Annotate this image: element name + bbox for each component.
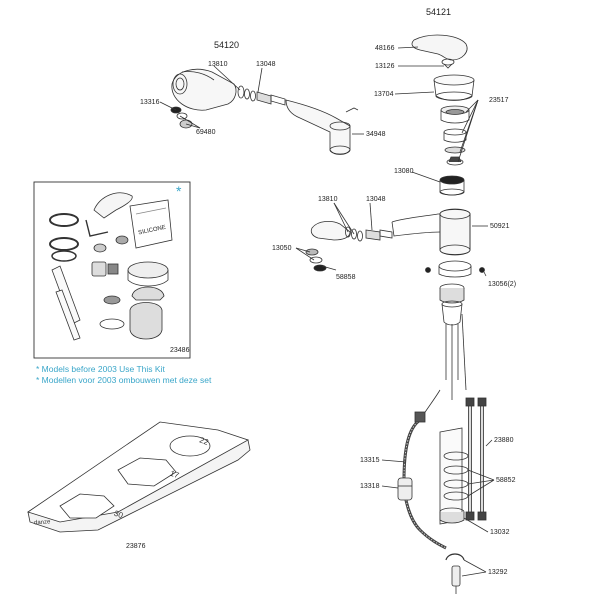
tool-size-mid: 17 (169, 469, 181, 481)
mount-ring (425, 260, 485, 278)
label-13318: 13318 (360, 483, 380, 490)
label-13126: 13126 (375, 63, 395, 70)
label-69480: 69480 (196, 129, 216, 136)
conversion-kit-box: SILICONE (33, 181, 191, 359)
tool-size-small: 30 (113, 509, 125, 521)
kit-star: * (176, 183, 182, 199)
label-13704: 13704 (374, 91, 394, 98)
label-23876: 23876 (126, 543, 146, 550)
label-50921: 50921 (490, 223, 510, 230)
spout-34948 (285, 99, 359, 155)
silicone-bag-label: SILICONE (138, 225, 167, 237)
shank-assembly (439, 283, 467, 400)
label-23517: 23517 (489, 97, 509, 104)
tool-brand: danze (34, 519, 51, 526)
spray-head-54120 (171, 68, 237, 111)
aerator-lower (305, 248, 327, 272)
label-13810-top: 13810 (208, 61, 228, 68)
faucet-body-50921 (391, 208, 471, 256)
label-13048-lower: 13048 (366, 196, 386, 203)
cartridge-cap (433, 74, 475, 101)
kit-note-english: * Models before 2003 Use This Kit (36, 364, 165, 374)
label-13048-top: 13048 (256, 61, 276, 68)
assembly-number-top-left: 54120 (214, 40, 239, 50)
label-13315: 13315 (360, 457, 380, 464)
spray-head-washers (237, 85, 286, 106)
label-13810-lower: 13810 (318, 196, 338, 203)
kit-note-dutch: * Modellen voor 2003 ombouwen met deze s… (36, 375, 212, 385)
label-34948: 34948 (366, 131, 386, 138)
hose-weight-13318 (397, 477, 413, 501)
lock-nut-13080 (439, 175, 465, 196)
tool-size-large: 22 (198, 435, 210, 447)
label-58858: 58858 (336, 274, 356, 281)
label-58852: 58852 (496, 477, 516, 484)
mounting-parts-58852 (439, 427, 469, 525)
label-13316: 13316 (140, 99, 160, 106)
bonnet-nut (440, 105, 470, 124)
label-13292: 13292 (488, 569, 508, 576)
spray-head-lower (310, 220, 393, 242)
label-48166: 48166 (375, 45, 395, 52)
wrench-tool-23876 (27, 421, 251, 533)
handle-group (411, 34, 468, 69)
label-13056: 13056(2) (488, 281, 516, 288)
nut-13032 (439, 507, 465, 524)
label-13032: 13032 (490, 529, 510, 536)
supply-hoses-23880 (465, 397, 487, 521)
label-13050: 13050 (272, 245, 292, 252)
clip-13292 (445, 553, 465, 594)
assembly-number-top-right: 54121 (426, 7, 451, 17)
label-23880: 23880 (494, 437, 514, 444)
label-13080: 13080 (394, 168, 414, 175)
label-23486: 23486 (170, 347, 190, 354)
pullout-hose-13315 (402, 389, 447, 550)
